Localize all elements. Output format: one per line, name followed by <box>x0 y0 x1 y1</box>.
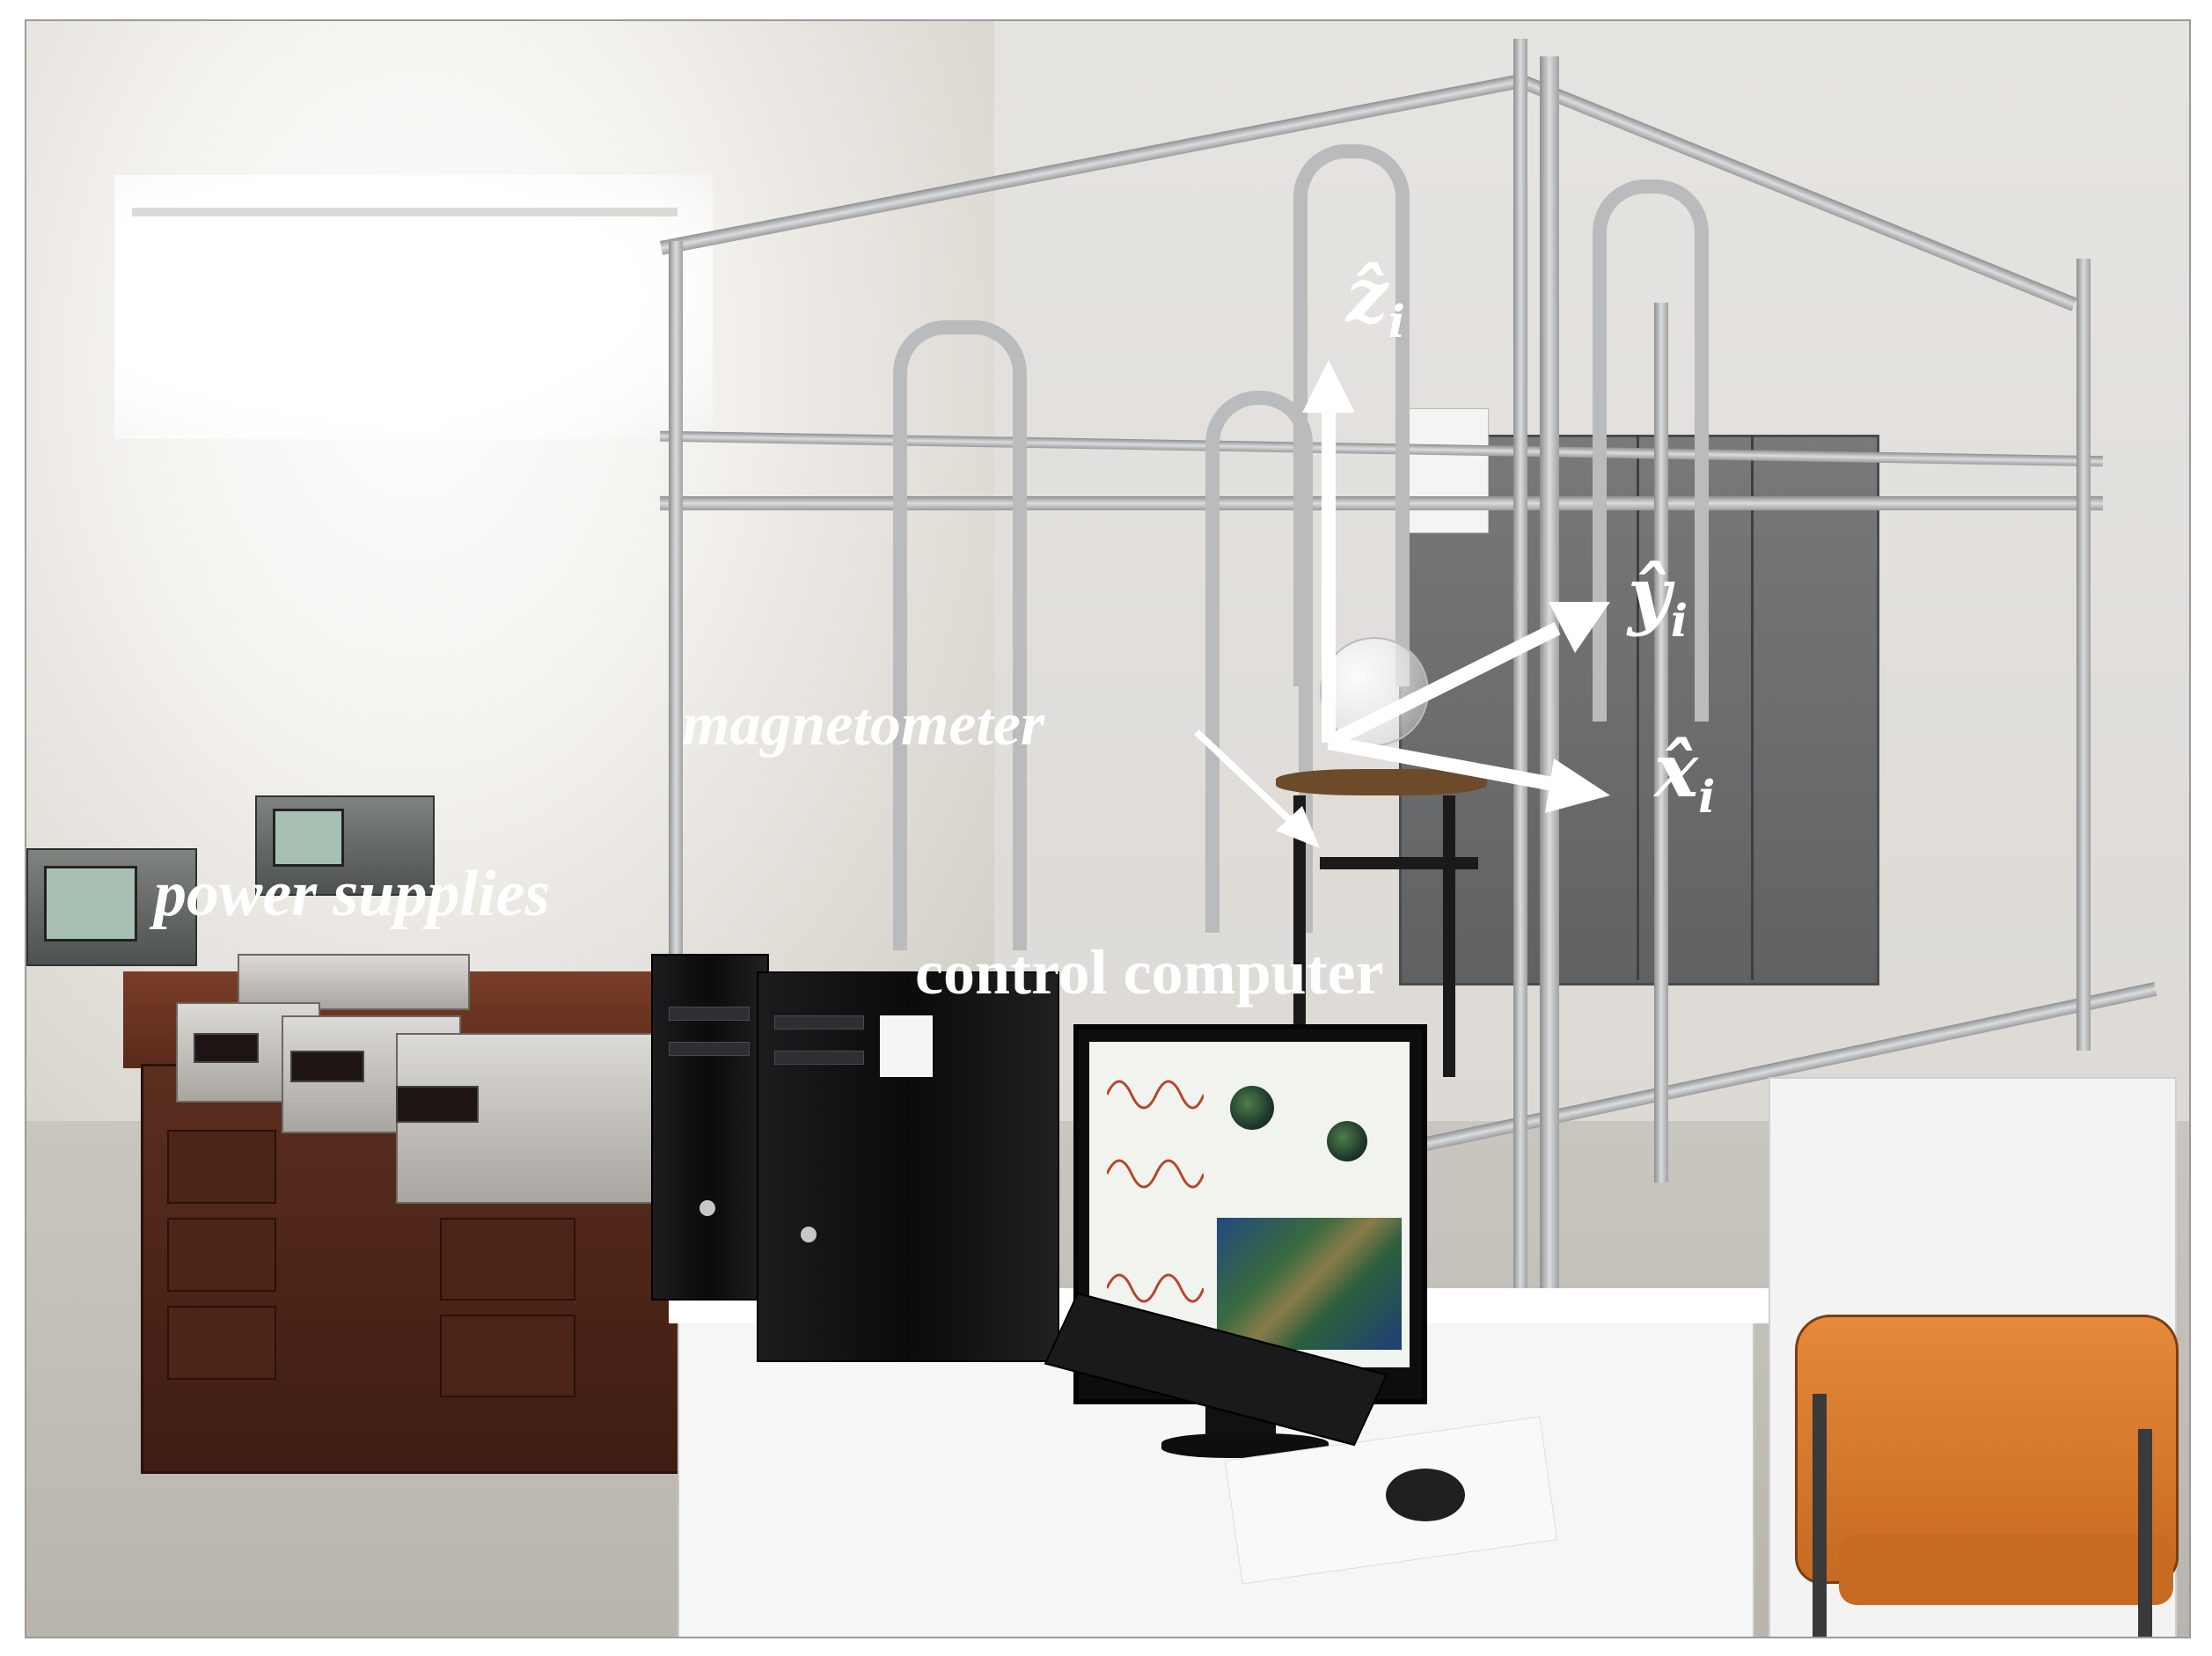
power-button-icon <box>801 1227 817 1242</box>
mouse <box>1386 1469 1465 1521</box>
control-computer-label: control computer <box>915 937 1384 1008</box>
bright-window <box>114 175 713 439</box>
drive-bay <box>774 1051 864 1065</box>
window-frame <box>132 208 678 216</box>
drive-bay <box>774 1015 864 1030</box>
stand-crossbar <box>1320 857 1478 869</box>
drive-bay <box>669 1007 750 1021</box>
stand-leg <box>1293 795 1306 1077</box>
drive-bay <box>669 1042 750 1056</box>
z-axis-arrow <box>1302 360 1355 743</box>
tower-sticker <box>880 1015 933 1077</box>
world-map <box>1217 1218 1402 1350</box>
cabinet-divider <box>1751 435 1754 980</box>
desk-drawer <box>440 1218 575 1301</box>
psu-display <box>396 1086 479 1123</box>
photo-frame: ẑi ŷi x̂i magnetometer power supplies co… <box>25 19 2191 1638</box>
power-supply-unit <box>238 954 470 1010</box>
desk-drawer <box>167 1218 276 1292</box>
globe-icon <box>1327 1121 1367 1161</box>
globe-icon <box>1230 1086 1274 1130</box>
sine-wave-plot <box>1107 1080 1204 1110</box>
magnetometer-table <box>1276 769 1487 795</box>
frame-post <box>669 241 683 1033</box>
psu-display <box>194 1033 259 1063</box>
chair-leg <box>1813 1394 1827 1637</box>
sine-wave-plot <box>1107 1273 1204 1303</box>
y-axis-arrow <box>1325 602 1610 750</box>
y-axis-label: ŷi <box>1628 551 1688 647</box>
magnetometer-pointer-arrow <box>1194 729 1320 848</box>
frame-post <box>1513 39 1527 1332</box>
coil-ring <box>893 320 1027 950</box>
power-supplies-label: power supplies <box>154 858 551 930</box>
frame-post <box>1540 56 1559 1332</box>
magnetometer-sphere <box>1320 637 1429 746</box>
z-axis-label: ẑi <box>1346 252 1405 348</box>
chair-leg <box>2138 1429 2152 1637</box>
axes-overlay <box>1194 360 1610 848</box>
chair-seat <box>1839 1535 2173 1605</box>
frame-post <box>2076 259 2091 1051</box>
x-axis-label: x̂i <box>1654 727 1716 823</box>
frame-post <box>1654 303 1668 1183</box>
power-button-icon <box>699 1200 715 1216</box>
oscilloscope-screen <box>273 809 344 867</box>
sine-wave-plot <box>1107 1159 1204 1189</box>
desk-drawer <box>167 1306 276 1380</box>
psu-display <box>290 1051 364 1082</box>
oscilloscope-screen <box>44 866 137 942</box>
magnetometer-label: magnetometer <box>682 691 1045 758</box>
desk-drawer <box>167 1130 276 1204</box>
x-axis-arrow <box>1327 736 1610 813</box>
desk-drawer <box>440 1315 575 1397</box>
